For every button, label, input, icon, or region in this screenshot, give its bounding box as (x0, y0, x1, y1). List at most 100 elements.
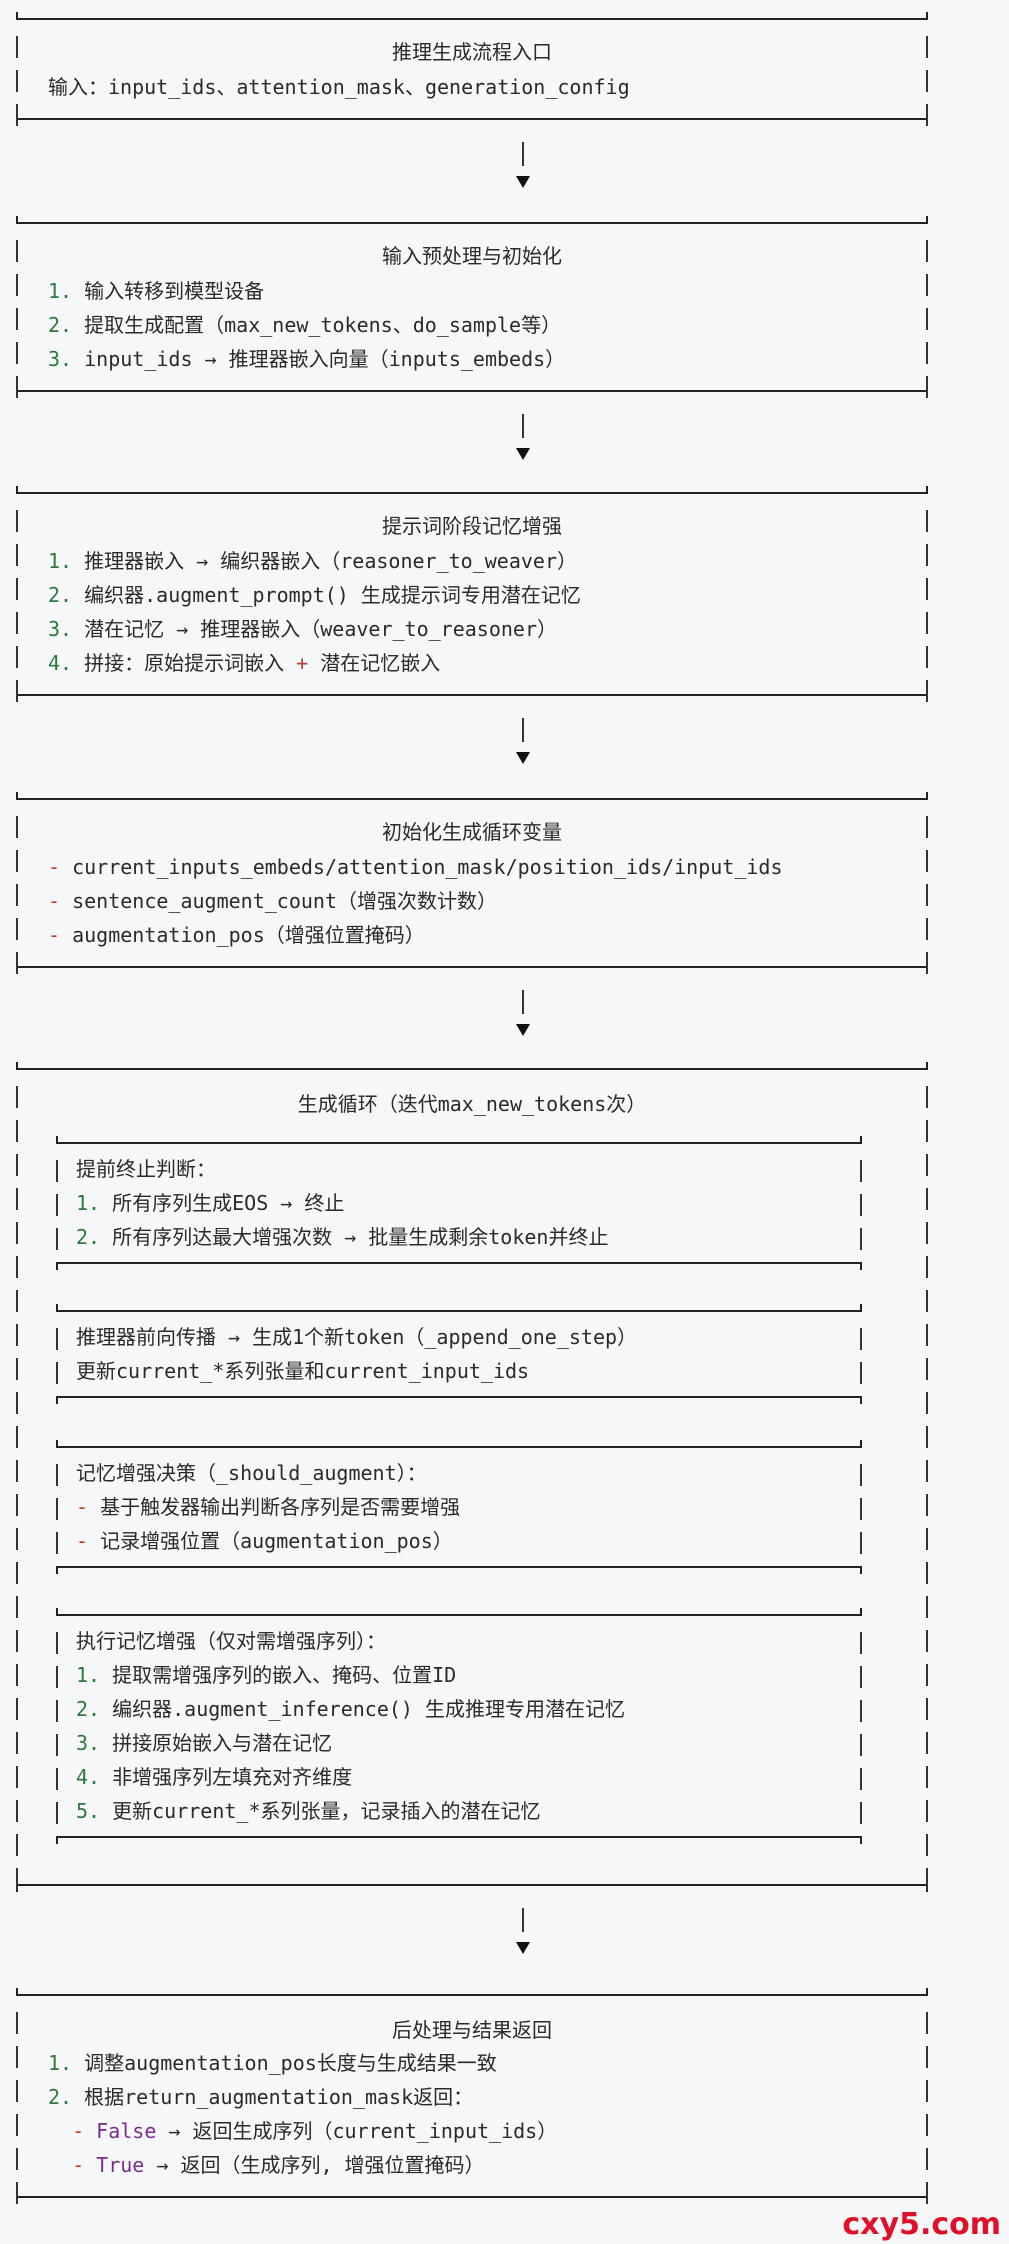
final-block-bar-right (926, 2182, 928, 2204)
final-block-bar-right (926, 2080, 928, 2102)
loop-block-bar-left (16, 1256, 18, 1278)
loop-step-2-bar-left (56, 1328, 58, 1350)
block-2-line: 3. input_ids → 推理器嵌入向量（inputs_embeds） (48, 342, 565, 376)
loop-step-3-line-dash: - (76, 1495, 101, 1519)
loop-step-3-corner-right (860, 1566, 862, 1574)
loop-block-bar-left (16, 1188, 18, 1210)
loop-step-4-line-text: 更新current_*系列张量，记录插入的潜在记忆 (112, 1799, 541, 1823)
loop-block-bar-left (16, 1528, 18, 1550)
block-2-bar-left (16, 240, 18, 262)
block-4-line-dash: - (48, 855, 73, 879)
flow-arrow-head (516, 1024, 530, 1036)
loop-step-3 (56, 1440, 862, 1574)
final-block-bar-right (926, 2114, 928, 2136)
loop-block-bar-left (16, 1800, 18, 1822)
loop-block-bar-right (926, 1800, 928, 1822)
loop-step-3-line: - 记录增强位置（augmentation_pos） (76, 1524, 453, 1558)
loop-step-3-bar-left (56, 1464, 58, 1486)
flow-arrow-head (516, 176, 530, 188)
block-3-bar-left (16, 578, 18, 600)
loop-step-3-line-dash: - (76, 1529, 101, 1553)
loop-step-1-line: 1. 所有序列生成EOS → 终止 (76, 1186, 344, 1220)
flow-arrow-head (516, 1942, 530, 1954)
block-4-bar-right (926, 884, 928, 906)
block-2-line-number: 2. (48, 313, 85, 337)
loop-block-bar-right (926, 1256, 928, 1278)
block-2-line-number: 3. (48, 347, 85, 371)
loop-step-4-line-text: 非增强序列左填充对齐维度 (112, 1765, 353, 1789)
block-2-line: 1. 输入转移到模型设备 (48, 274, 264, 308)
flow-arrow-head (516, 752, 530, 764)
loop-block-bar-right (926, 1630, 928, 1652)
loop-block-bar-right (926, 1460, 928, 1482)
loop-block-bar-left (16, 1766, 18, 1788)
block-2-bar-right (926, 342, 928, 364)
final-line-keyword: True (96, 2153, 157, 2177)
flow-arrow-stem (522, 990, 524, 1014)
loop-step-1-line-text: 所有序列生成EOS → 终止 (112, 1191, 345, 1215)
block-4-line: - sentence_augment_count（增强次数计数） (48, 884, 497, 918)
loop-step-4-line-number: 1. (76, 1663, 113, 1687)
block-3-line-number: 3. (48, 617, 85, 641)
loop-step-3-bar-right (860, 1464, 862, 1486)
loop-step-2-bar-left (56, 1362, 58, 1384)
block-2-bar-right (926, 308, 928, 330)
loop-block-bar-right (926, 1426, 928, 1448)
block-3-bar-right (926, 510, 928, 532)
loop-block-bar-left (16, 1596, 18, 1618)
flow-arrow-stem (522, 414, 524, 438)
block-3-line-text: 推理器嵌入 → 编织器嵌入（reasoner_to_weaver） (84, 549, 577, 573)
loop-step-4-bar-left (56, 1700, 58, 1722)
block-1-bar-right (926, 70, 928, 92)
loop-step-1-line-text: 提前终止判断： (76, 1157, 216, 1181)
final-block-bar-left (16, 2046, 18, 2068)
final-line: 2. 根据return_augmentation_mask返回： (48, 2080, 473, 2114)
loop-block-bar-right (926, 1188, 928, 1210)
loop-block-bar-right (926, 1494, 928, 1516)
loop-step-3-line: 记忆增强决策（_should_augment）： (76, 1456, 427, 1490)
loop-step-4-line-text: 拼接原始嵌入与潜在记忆 (112, 1731, 333, 1755)
block-1-line: 输入：input_ids、attention_mask、generation_c… (48, 70, 630, 104)
loop-block-bar-left (16, 1324, 18, 1346)
loop-block-bar-right (926, 1154, 928, 1176)
loop-step-2-line: 更新current_*系列张量和current_input_ids (76, 1354, 529, 1388)
loop-step-2-line: 推理器前向传播 → 生成1个新token（_append_one_step） (76, 1320, 637, 1354)
block-4-line-text: sentence_augment_count（增强次数计数） (72, 889, 497, 913)
block-2-bar-left (16, 274, 18, 296)
loop-block-bar-right (926, 1290, 928, 1312)
block-3-line-number: 1. (48, 549, 85, 573)
loop-step-1-bar-left (56, 1194, 58, 1216)
loop-step-1-line: 提前终止判断： (76, 1152, 216, 1186)
block-4-bar-left (16, 884, 18, 906)
final-line-dash: - (48, 2153, 97, 2177)
loop-block-bar-right (926, 1664, 928, 1686)
block-1-bar-left (16, 36, 18, 58)
final-block-bar-left (16, 2114, 18, 2136)
loop-step-4-bar-right (860, 1632, 862, 1654)
block-4-line-dash: - (48, 923, 73, 947)
block-1-bar-left (16, 104, 18, 126)
loop-step-4-line: 5. 更新current_*系列张量，记录插入的潜在记忆 (76, 1794, 541, 1828)
loop-step-1-bar-right (860, 1194, 862, 1216)
block-3-bar-left (16, 544, 18, 566)
loop-block-bar-left (16, 1154, 18, 1176)
loop-step-4-bar-right (860, 1700, 862, 1722)
final-line: 1. 调整augmentation_pos长度与生成结果一致 (48, 2046, 497, 2080)
loop-block-bar-left (16, 1290, 18, 1312)
block-2-bar-left (16, 376, 18, 398)
loop-step-1-corner-right (860, 1262, 862, 1270)
loop-step-4-line-number: 2. (76, 1697, 113, 1721)
block-2-bar-left (16, 342, 18, 364)
block-3-line: 1. 推理器嵌入 → 编织器嵌入（reasoner_to_weaver） (48, 544, 577, 578)
loop-step-4-line: 4. 非增强序列左填充对齐维度 (76, 1760, 352, 1794)
loop-step-4-line-number: 4. (76, 1765, 113, 1789)
final-block-bar-right (926, 2148, 928, 2170)
loop-step-1-bar-right (860, 1228, 862, 1250)
loop-step-3-bar-right (860, 1498, 862, 1520)
block-2-line: 2. 提取生成配置（max_new_tokens、do_sample等） (48, 308, 561, 342)
loop-step-1-bar-left (56, 1160, 58, 1182)
block-3-bar-right (926, 578, 928, 600)
flow-arrow-stem (522, 1908, 524, 1932)
loop-block-bar-left (16, 1460, 18, 1482)
final-block-bar-left (16, 2012, 18, 2034)
